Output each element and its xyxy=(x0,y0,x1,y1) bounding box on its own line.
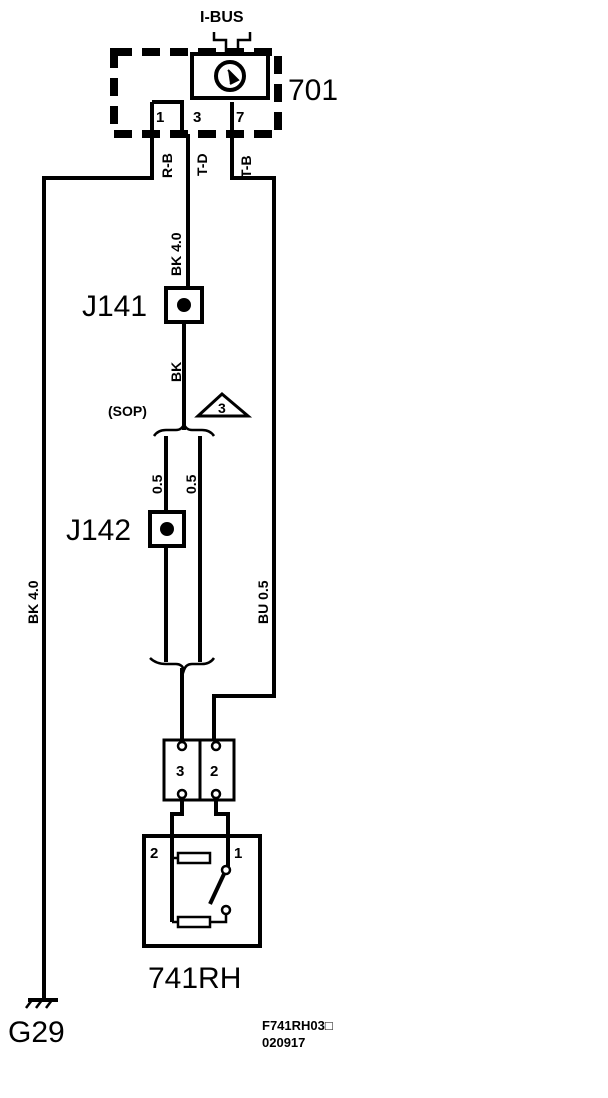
switch-pivot-icon xyxy=(220,864,232,876)
switch-741rh-id: 741RH xyxy=(148,962,241,995)
wire-left-long-color: BK 4.0 xyxy=(25,580,41,624)
wire-switch-left xyxy=(170,798,184,922)
switch-contact-wire xyxy=(210,914,228,924)
module-701-outline xyxy=(110,48,282,138)
wire-pair-right-gauge: 0.5 xyxy=(183,474,199,494)
module-701-symbol-icon xyxy=(227,69,240,85)
connector-pin-bottom-left-icon xyxy=(176,788,188,800)
pair-brace-top xyxy=(152,420,216,437)
splice-j141-dot-icon xyxy=(177,298,191,312)
sop-label: (SOP) xyxy=(108,403,147,419)
connector-pin-top-right-icon xyxy=(210,740,222,752)
connector-pin-2-label: 2 xyxy=(210,763,218,780)
module-pin-7: 7 xyxy=(236,109,244,126)
connector-pin-top-left-icon xyxy=(176,740,188,752)
wire-pin1-ground xyxy=(42,102,154,1000)
splice-j142-id: J142 xyxy=(66,514,131,547)
switch-resistor-top-icon xyxy=(176,851,212,865)
module-pin-3: 3 xyxy=(193,109,201,126)
connector-pin-bottom-right-icon xyxy=(210,788,222,800)
ground-icon xyxy=(25,999,53,1009)
switch-pin-2-label: 2 xyxy=(150,845,158,862)
ground-g29-id: G29 xyxy=(8,1016,65,1049)
warning-number: 3 xyxy=(218,400,226,416)
switch-741rh-body xyxy=(142,834,262,948)
wire-pin1-stub xyxy=(152,100,184,134)
wire-switch-right xyxy=(214,798,230,868)
switch-internal-wires xyxy=(172,856,208,924)
module-pin-1: 1 xyxy=(156,109,164,126)
switch-contact-icon xyxy=(220,904,232,916)
switch-lever-icon xyxy=(208,873,226,905)
wire-pin1-color: R-B xyxy=(159,153,175,178)
date-code: 020917 xyxy=(262,1035,305,1050)
wire-pair-left-gauge: 0.5 xyxy=(149,474,165,494)
wire-center-gauge: BK 4.0 xyxy=(168,232,184,276)
wire-pin3-color: T-D xyxy=(194,153,210,176)
wire-center-lower-color: BK xyxy=(168,362,184,382)
warning-triangle-icon xyxy=(194,392,253,418)
wire-right-long-color: BU 0.5 xyxy=(255,580,271,624)
module-701-circle-icon xyxy=(214,60,246,92)
switch-pin-1-label: 1 xyxy=(234,845,242,862)
connector-pin-3-label: 3 xyxy=(176,763,184,780)
switch-resistor-bottom-icon xyxy=(176,915,212,929)
splice-j142-dot-icon xyxy=(160,522,174,536)
i-bus-label: I-BUS xyxy=(200,9,244,26)
figure-code: F741RH03□ xyxy=(262,1018,333,1033)
wire-pin7-color: T-B xyxy=(238,155,254,178)
i-bus-connector xyxy=(212,32,252,52)
splice-j141-id: J141 xyxy=(82,290,147,323)
module-701-id: 701 xyxy=(288,74,338,107)
wire-pin7-right xyxy=(212,102,276,740)
